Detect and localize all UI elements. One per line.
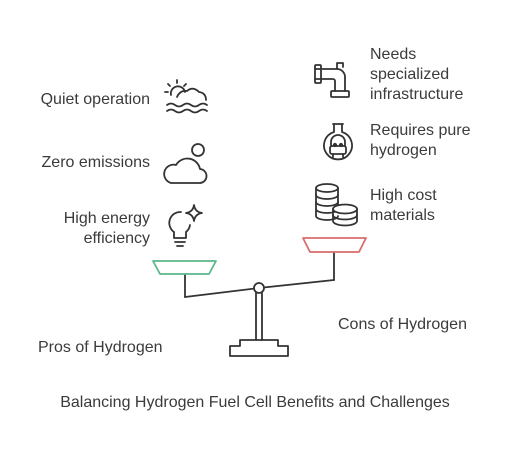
- flask-icon: [323, 123, 353, 161]
- pro-zero-emissions-label: Zero emissions: [41, 154, 150, 171]
- scale-post: [255, 292, 263, 341]
- scale-base: [229, 339, 289, 357]
- con-label-line: materials: [370, 207, 435, 224]
- pros-heading: Pros of Hydrogen: [38, 339, 163, 356]
- con-pure-hydrogen-label: Requires pure hydrogen: [370, 121, 471, 161]
- scale-pivot: [253, 282, 265, 294]
- cons-heading: Cons of Hydrogen: [338, 316, 467, 333]
- sun-waves-icon: [164, 79, 208, 114]
- pipe-icon: [314, 62, 350, 98]
- con-label-line: Requires pure: [370, 122, 471, 139]
- con-label-line: specialized: [370, 66, 450, 83]
- con-cost-materials-label: High cost materials: [370, 186, 437, 226]
- cons-pan: [302, 237, 367, 253]
- lightbulb-sparkle-icon: [168, 204, 203, 247]
- pro-label-line: efficiency: [83, 230, 150, 247]
- pro-high-energy-efficiency-label: High energy efficiency: [10, 209, 150, 249]
- pros-pan: [152, 260, 217, 275]
- con-label-line: hydrogen: [370, 142, 437, 159]
- coin-stack-icon: [315, 183, 358, 227]
- diagram-title: Balancing Hydrogen Fuel Cell Benefits an…: [60, 394, 450, 411]
- con-label-line: infrastructure: [370, 86, 464, 103]
- pro-label-line: High energy: [63, 210, 150, 227]
- pro-quiet-operation-label: Quiet operation: [40, 91, 150, 108]
- con-label-line: Needs: [370, 46, 417, 63]
- con-infrastructure-label: Needs specialized infrastructure: [370, 45, 463, 105]
- cloud-icon: [163, 143, 208, 184]
- con-label-line: High cost: [370, 187, 437, 204]
